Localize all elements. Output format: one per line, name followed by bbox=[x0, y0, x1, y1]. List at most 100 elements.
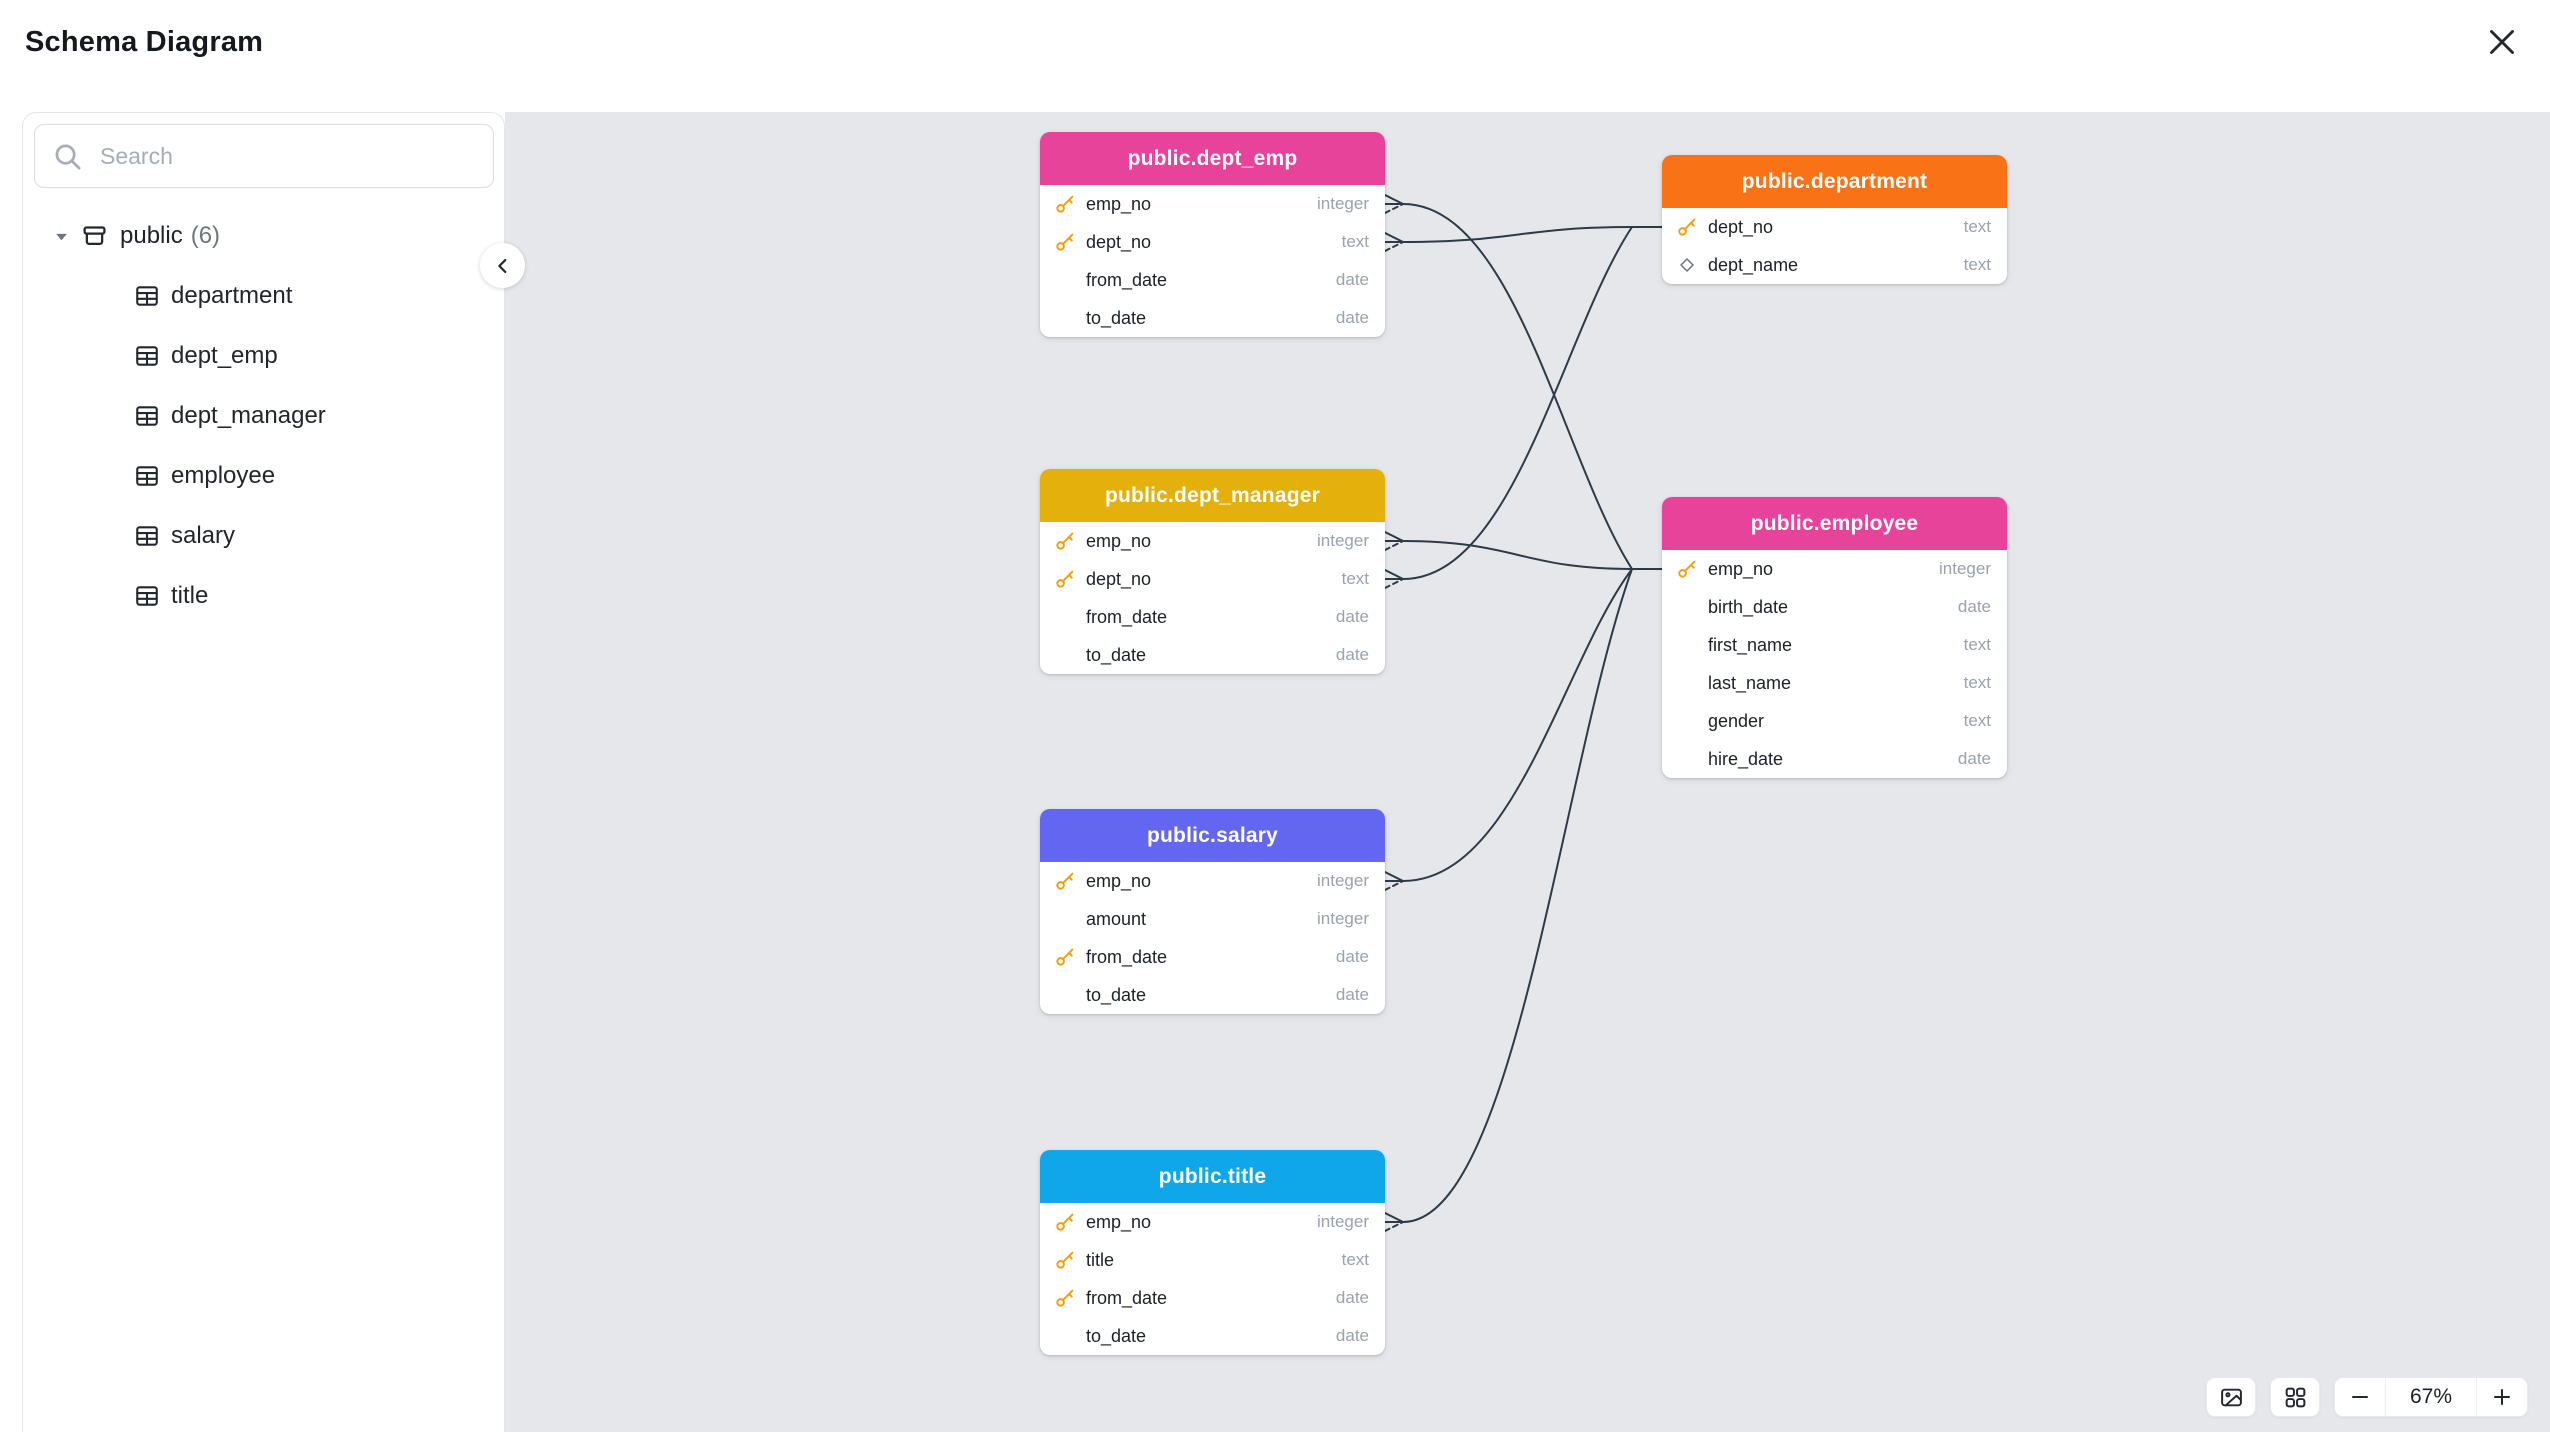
column-type: integer bbox=[1939, 559, 1991, 578]
column-name: last_name bbox=[1708, 672, 1792, 693]
close-button[interactable] bbox=[2472, 12, 2532, 72]
column-type: date bbox=[1957, 749, 1991, 768]
export-image-button[interactable] bbox=[2206, 1377, 2256, 1417]
zoom-control: 67% bbox=[2334, 1377, 2528, 1417]
zoom-out-button[interactable] bbox=[2335, 1378, 2385, 1416]
column-row-from_date: from_date date bbox=[1040, 938, 1385, 976]
column-name: hire_date bbox=[1708, 748, 1784, 769]
search-input[interactable] bbox=[98, 141, 476, 171]
relationship-edge bbox=[1384, 194, 1404, 205]
table-node-title[interactable]: public.title bbox=[1040, 1150, 1385, 1203]
key-icon bbox=[1056, 948, 1074, 966]
diamond-icon bbox=[1680, 258, 1694, 272]
relationship-edge bbox=[1384, 569, 1404, 580]
schema-name: public bbox=[120, 222, 183, 249]
sidebar-item-salary[interactable]: salary bbox=[23, 506, 504, 566]
relationship-edge bbox=[1402, 540, 1633, 570]
table-icon bbox=[136, 586, 158, 606]
table-node-title[interactable]: public.salary bbox=[1040, 809, 1385, 862]
column-type: date bbox=[1335, 607, 1369, 626]
relationship-edge bbox=[1384, 203, 1404, 214]
relationship-edge bbox=[1384, 540, 1404, 551]
caret-down-icon[interactable] bbox=[47, 228, 75, 245]
table-icon bbox=[136, 286, 158, 306]
column-type: integer bbox=[1317, 871, 1369, 890]
table-node-title[interactable]: public.employee bbox=[1662, 497, 2007, 550]
column-type: integer bbox=[1317, 909, 1369, 928]
column-name: amount bbox=[1086, 908, 1147, 929]
auto-layout-button[interactable] bbox=[2270, 1377, 2320, 1417]
column-name: from_date bbox=[1086, 1287, 1168, 1308]
table-node-title[interactable]: public.dept_emp bbox=[1040, 132, 1385, 185]
sidebar-item-dept_emp[interactable]: dept_emp bbox=[23, 326, 504, 386]
zoom-in-button[interactable] bbox=[2477, 1378, 2527, 1416]
table-node-title[interactable]: public.dept_manager bbox=[1040, 469, 1385, 522]
column-type: text bbox=[1341, 232, 1369, 251]
canvas-controls: 67% bbox=[2206, 1377, 2528, 1417]
column-type: date bbox=[1957, 597, 1991, 616]
column-name: from_date bbox=[1086, 946, 1168, 967]
schema-tree-item-public[interactable]: public (6) bbox=[23, 206, 504, 266]
sidebar-item-employee[interactable]: employee bbox=[23, 446, 504, 506]
relationship-edge bbox=[1384, 871, 1404, 882]
column-type: integer bbox=[1317, 1212, 1369, 1231]
column-type: date bbox=[1335, 270, 1369, 289]
table-item-label: dept_emp bbox=[171, 342, 278, 369]
relationship-edge bbox=[1384, 232, 1404, 243]
column-name: dept_no bbox=[1086, 568, 1152, 589]
table-item-label: dept_manager bbox=[171, 402, 326, 429]
column-name: dept_no bbox=[1708, 216, 1774, 237]
table-icon bbox=[136, 526, 158, 546]
search-box bbox=[34, 124, 494, 188]
column-row-amount: amount integer bbox=[1040, 900, 1385, 938]
column-name: to_date bbox=[1086, 644, 1147, 665]
relationship-edge bbox=[1402, 568, 1633, 882]
sidebar-item-dept_manager[interactable]: dept_manager bbox=[23, 386, 504, 446]
column-name: to_date bbox=[1086, 984, 1147, 1005]
key-icon bbox=[1678, 560, 1696, 578]
relationship-edge bbox=[1384, 1221, 1404, 1232]
page-title: Schema Diagram bbox=[25, 26, 264, 58]
layout-grid-icon bbox=[2283, 1385, 2308, 1410]
key-icon bbox=[1056, 1251, 1074, 1269]
relationship-edge bbox=[1384, 880, 1404, 891]
title-bar: Schema Diagram bbox=[0, 0, 2550, 112]
relationship-edge bbox=[1384, 531, 1404, 542]
column-name: dept_name bbox=[1708, 254, 1799, 275]
key-icon bbox=[1056, 1289, 1074, 1307]
collapse-sidebar-button[interactable] bbox=[480, 243, 525, 288]
column-type: text bbox=[1963, 217, 1991, 236]
sidebar-item-department[interactable]: department bbox=[23, 266, 504, 326]
table-icon bbox=[136, 406, 158, 426]
column-name: to_date bbox=[1086, 1325, 1147, 1346]
sidebar: public (6) department dept_emp dept_manage… bbox=[22, 112, 505, 1432]
column-name: emp_no bbox=[1086, 530, 1152, 551]
key-icon bbox=[1056, 233, 1074, 251]
column-type: date bbox=[1335, 947, 1369, 966]
relationship-edge bbox=[1384, 1212, 1404, 1223]
table-node-title[interactable]: public.department bbox=[1662, 155, 2007, 208]
relationship-edge bbox=[1384, 241, 1404, 252]
sidebar-item-title[interactable]: title bbox=[23, 566, 504, 626]
key-icon bbox=[1056, 1213, 1074, 1231]
